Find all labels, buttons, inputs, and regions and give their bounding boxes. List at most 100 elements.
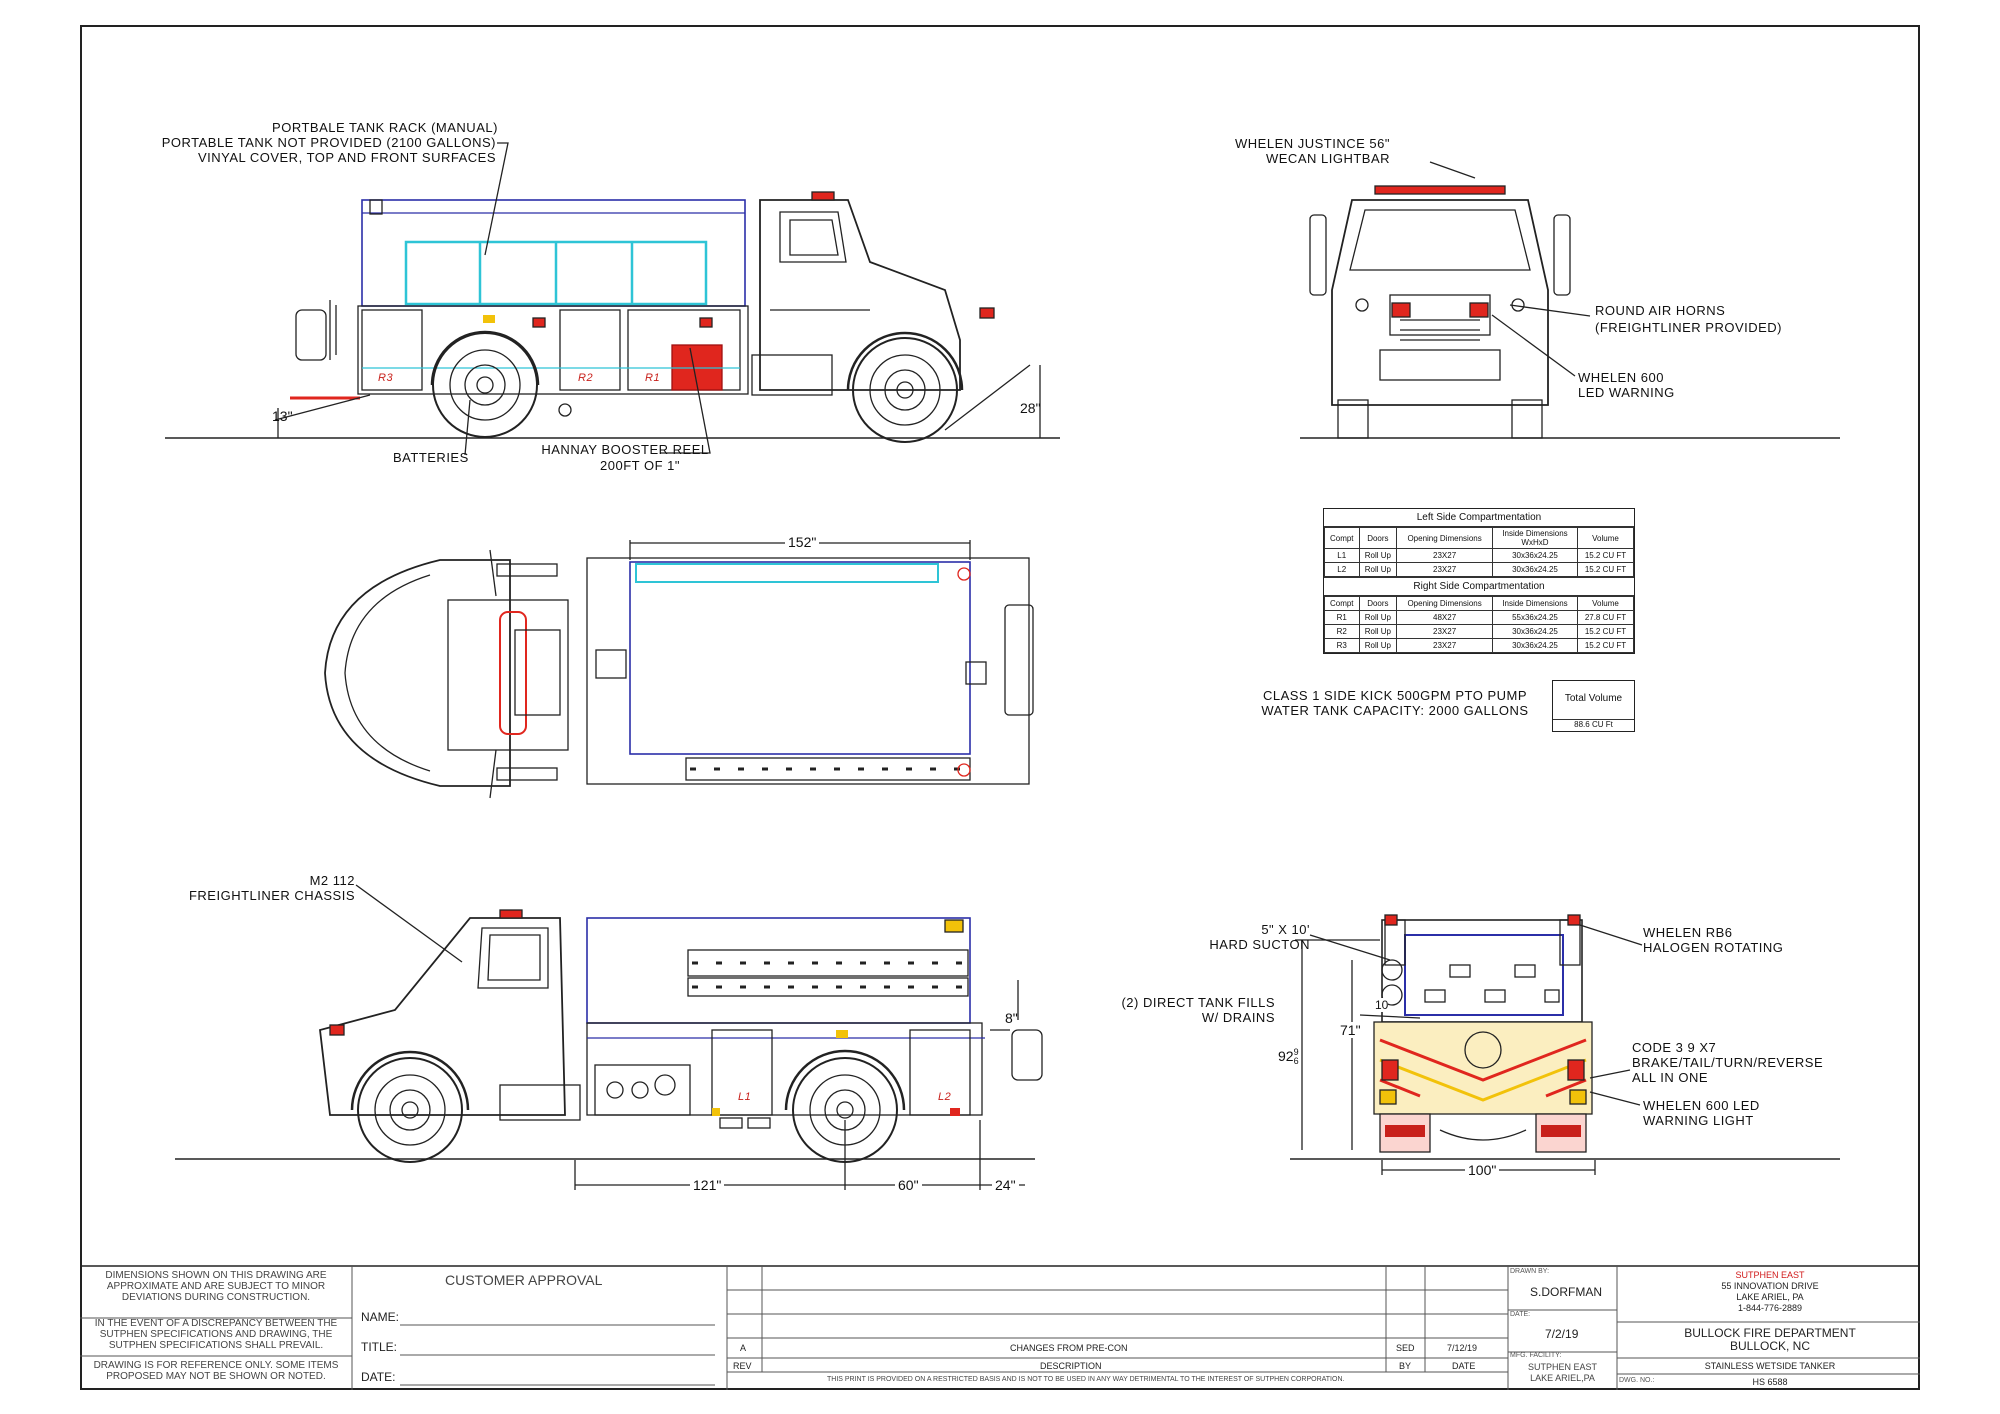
note-line: SUTPHEN SPECIFICATIONS SHALL PREVAIL. (108, 1340, 324, 1351)
dim-rear-overhang: 24" (992, 1177, 1019, 1193)
code3-line-1: CODE 3 9 X7 (1632, 1040, 1717, 1055)
cell: 23X27 (1396, 638, 1493, 653)
address-line: 55 INNOVATION DRIVE (1721, 1281, 1819, 1291)
note-line: IN THE EVENT OF A DISCREPANCY BETWEEN TH… (94, 1318, 338, 1329)
cell: 15.2 CU FT (1576, 638, 1635, 653)
compartment-table: Left Side Compartmentation Compt Doors O… (1323, 508, 1635, 654)
note-reference: DRAWING IS FOR REFERENCE ONLY. SOME ITEM… (82, 1360, 350, 1382)
rev-letter: A (740, 1343, 747, 1353)
total-volume-box: Total Volume 88.6 CU Ft (1552, 680, 1635, 732)
rev-header: REV (733, 1361, 752, 1371)
dim-rear-height-whole: 92 (1278, 1048, 1294, 1064)
note-line: DIMENSIONS SHOWN ON THIS DRAWING ARE (105, 1270, 327, 1281)
by-header: BY (1399, 1361, 1412, 1371)
tank-rack-line-2: PORTABLE TANK NOT PROVIDED (2100 GALLONS… (161, 135, 496, 150)
lightbar-line-1: WHELEN JUSTINCE 56" (1235, 136, 1390, 151)
drawn-by-value: S.DORFMAN (1530, 1285, 1602, 1299)
dim-front-angle: 28" (1020, 400, 1041, 416)
rb6-line-2: HALOGEN ROTATING (1643, 940, 1784, 955)
rb6-line-1: WHELEN RB6 (1643, 925, 1733, 940)
batteries-callout: BATTERIES (393, 450, 469, 465)
tank-rack-line-1: PORTBALE TANK RACK (MANUAL) (272, 120, 498, 135)
dim-rear-width: 100" (1465, 1162, 1500, 1178)
compartment-l2-label: L2 (938, 1091, 952, 1103)
title-label: TITLE: (361, 1340, 398, 1354)
air-horns-line-2: (FREIGHTLINER PROVIDED) (1595, 320, 1783, 335)
mfg-line: LAKE ARIEL,PA (1530, 1373, 1595, 1383)
company-address: 55 INNOVATION DRIVE LAKE ARIEL, PA 1-844… (1620, 1281, 1920, 1314)
tank-rack-callout: PORTBALE TANK RACK (MANUAL) (270, 120, 500, 135)
front-view (1300, 161, 1840, 439)
dim-step: 8" (1005, 1010, 1018, 1026)
hard-suction-line-2: HARD SUCTON (1209, 937, 1310, 952)
cell: 23X27 (1396, 562, 1493, 577)
product-name: STAINLESS WETSIDE TANKER (1704, 1361, 1836, 1371)
hard-suction-line-1: 5" X 10' (1261, 922, 1310, 937)
dim-hose-offset: 10 (1375, 998, 1389, 1012)
tank-rack-line-3: VINYAL COVER, TOP AND FRONT SURFACES (197, 150, 496, 165)
chassis-line-1: M2 112 (309, 873, 355, 888)
customer-name: BULLOCK FIRE DEPARTMENT BULLOCK, NC (1620, 1327, 1920, 1353)
dim-hose-height: 71" (1340, 1022, 1361, 1038)
led-warning-line-2: LED WARNING (1578, 385, 1675, 400)
dwg-no-label: DWG. NO.: (1619, 1377, 1655, 1384)
drawing-frame (80, 25, 1920, 1390)
compartment-r1-label: R1 (645, 372, 661, 384)
dim-rear-height-frac-bot: 6 (1293, 1056, 1299, 1067)
total-volume-label: Total Volume (1564, 693, 1623, 704)
table-row: R3 Roll Up 23X27 30x36x24.25 15.2 CU FT (1324, 638, 1635, 653)
table-row: L1 Roll Up 23X27 30x36x24.25 15.2 CU FT (1324, 548, 1635, 563)
cell: 15.2 CU FT (1576, 562, 1635, 577)
dim-top-length: 152" (785, 534, 820, 550)
dim-wheelbase-rear: 60" (895, 1177, 922, 1193)
compartment-l1-label: L1 (738, 1091, 752, 1103)
code3-line-2: BRAKE/TAIL/TURN/REVERSE (1632, 1055, 1824, 1070)
left-compartment-table: Compt Doors Opening Dimensions Inside Di… (1324, 527, 1635, 577)
compartment-r2-label: R2 (578, 372, 594, 384)
name-label: NAME: (361, 1310, 400, 1324)
mfg-facility: SUTPHEN EAST LAKE ARIEL,PA (1510, 1362, 1615, 1384)
whelen-light-line-1: WHELEN 600 LED (1643, 1098, 1760, 1113)
company-name: SUTPHEN EAST (1735, 1270, 1805, 1280)
whelen-light-line-2: WARNING LIGHT (1643, 1113, 1754, 1128)
lightbar-line-2: WECAN LIGHTBAR (1265, 151, 1390, 166)
side-view-left (175, 884, 1043, 1190)
inside-dim-sub: WxHxD (1521, 538, 1549, 547)
restricted-notice: THIS PRINT IS PROVIDED ON A RESTRICTED B… (827, 1376, 1345, 1383)
chassis-line-2: FREIGHTLINER CHASSIS (188, 888, 355, 903)
tank-fills-line-2: W/ DRAINS (1201, 1010, 1275, 1025)
right-compartment-caption: Right Side Compartmentation (1324, 577, 1634, 596)
air-horns-line-1: ROUND AIR HORNS (1595, 303, 1726, 318)
left-compartment-caption: Left Side Compartmentation (1324, 509, 1634, 527)
dwg-no: HS 6588 (1752, 1377, 1788, 1387)
note-line: DEVIATIONS DURING CONSTRUCTION. (121, 1292, 311, 1303)
side-view-right (165, 142, 1060, 456)
rev-by: SED (1396, 1343, 1415, 1353)
led-warning-line-1: WHELEN 600 (1578, 370, 1664, 385)
note-line: DRAWING IS FOR REFERENCE ONLY. SOME ITEM… (93, 1360, 339, 1371)
inside-dim-header: Inside Dimensions (1502, 529, 1568, 538)
compartment-r3-label: R3 (378, 372, 394, 384)
address-line: 1-844-776-2889 (1737, 1303, 1803, 1313)
total-volume-value: 88.6 CU Ft (1553, 719, 1634, 731)
customer-approval-title: CUSTOMER APPROVAL (445, 1272, 603, 1288)
rev-date: 7/12/19 (1447, 1343, 1478, 1353)
drawn-by-label: DRAWN BY: (1510, 1268, 1550, 1275)
booster-reel-line-2: 200FT OF 1" (600, 458, 680, 473)
pump-line-2: WATER TANK CAPACITY: 2000 GALLONS (1261, 703, 1529, 718)
pump-line-1: CLASS 1 SIDE KICK 500GPM PTO PUMP (1262, 688, 1528, 703)
date-small-label: DATE: (1510, 1311, 1531, 1318)
top-view (324, 540, 1034, 799)
rev-description: CHANGES FROM PRE-CON (1010, 1343, 1128, 1353)
right-compartment-table: Compt Doors Opening Dimensions Inside Di… (1324, 596, 1635, 653)
description-header: DESCRIPTION (1040, 1361, 1102, 1371)
date-label: DATE: (361, 1370, 396, 1384)
address-line: LAKE ARIEL, PA (1736, 1292, 1804, 1302)
note-dimensions: DIMENSIONS SHOWN ON THIS DRAWING ARE APP… (82, 1270, 350, 1303)
tank-fills-line-1: (2) DIRECT TANK FILLS (1121, 995, 1275, 1010)
date-header: DATE (1452, 1361, 1476, 1371)
note-discrepancy: IN THE EVENT OF A DISCREPANCY BETWEEN TH… (82, 1318, 350, 1351)
drawing-date: 7/2/19 (1545, 1327, 1579, 1341)
